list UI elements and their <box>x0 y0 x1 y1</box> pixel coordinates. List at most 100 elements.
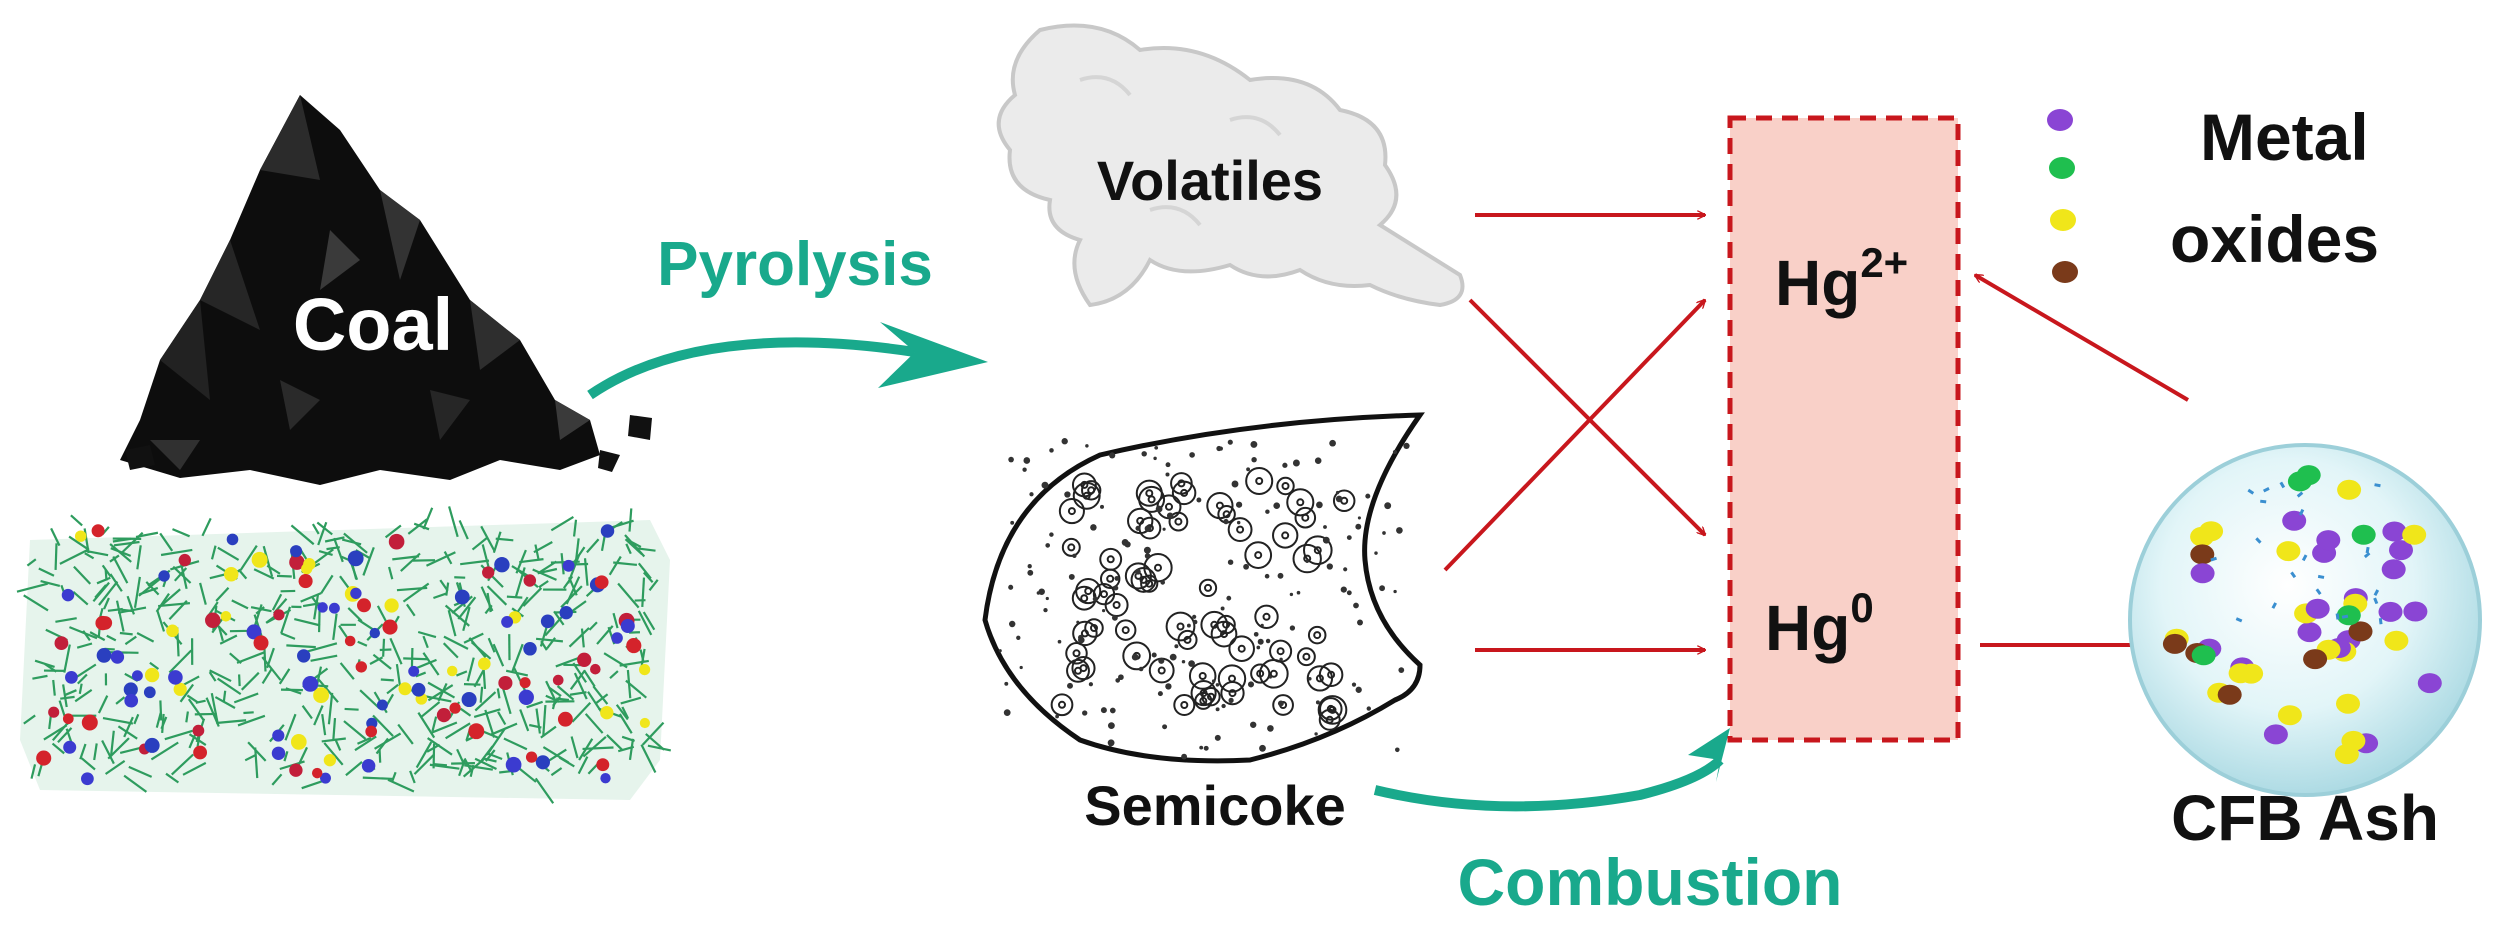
atom-dot <box>166 625 179 638</box>
oxide-particle <box>2218 685 2242 705</box>
atom-dot <box>63 741 76 754</box>
atom-dot <box>370 628 380 638</box>
atom-dot <box>82 715 98 731</box>
atom-dot <box>600 773 610 783</box>
semicoke-label: Semicoke <box>1084 774 1346 837</box>
atom-dot <box>36 751 51 766</box>
atom-dot <box>356 661 367 672</box>
atom-dot <box>329 603 340 614</box>
atom-dot <box>558 712 573 727</box>
atom-dot <box>290 545 302 557</box>
atom-dot <box>81 772 94 785</box>
atom-dot <box>273 609 284 620</box>
atom-dot <box>639 664 650 675</box>
oxide-particle <box>2402 525 2426 545</box>
pyrolysis-label: Pyrolysis <box>657 230 933 299</box>
oxide-particle <box>2316 530 2340 550</box>
atom-dot <box>348 550 364 566</box>
atom-dot <box>145 738 160 753</box>
atom-dot <box>626 638 641 653</box>
atom-dot <box>541 614 555 628</box>
atom-dot <box>124 694 138 708</box>
metal-oxides-legend: Metal oxides <box>2047 100 2379 283</box>
atom-dot <box>437 708 451 722</box>
atom-dot <box>384 598 398 612</box>
atom-dot <box>455 590 470 605</box>
oxide-particle <box>2282 511 2306 531</box>
combustion-label: Combustion <box>1458 845 1843 919</box>
atom-dot <box>577 653 591 667</box>
atom-dot <box>506 757 522 773</box>
oxide-particle <box>2192 645 2216 665</box>
atom-dot <box>303 558 315 570</box>
oxide-particle <box>2337 605 2361 625</box>
oxide-particle <box>2306 599 2330 619</box>
atom-dot <box>350 588 361 599</box>
legend-oxides-label: oxides <box>2170 202 2379 276</box>
atom-dot <box>63 713 74 724</box>
atom-dot <box>193 746 207 760</box>
atom-dot <box>345 636 356 647</box>
atom-dot <box>253 635 268 650</box>
atom-dot <box>468 723 484 739</box>
atom-dot <box>144 686 156 698</box>
atom-dot <box>324 754 336 766</box>
atom-dot <box>524 574 537 587</box>
oxide-particle <box>2303 649 2327 669</box>
purple-oxide-dot <box>2047 109 2073 131</box>
atom-dot <box>382 620 397 635</box>
combustion-arrow: Combustion <box>1375 728 1842 919</box>
atom-dot <box>168 670 183 685</box>
oxide-particle <box>2199 521 2223 541</box>
oxide-particle <box>2191 563 2215 583</box>
yellow-oxide-dot <box>2050 209 2076 231</box>
atom-dot <box>526 751 537 762</box>
atom-dot <box>520 677 531 688</box>
atom-dot <box>595 575 609 589</box>
volatiles-label: Volatiles <box>1097 149 1323 212</box>
atom-dot <box>621 619 635 633</box>
atom-dot <box>611 632 623 644</box>
atom-dot <box>302 676 318 692</box>
atom-dot <box>519 690 534 705</box>
atom-dot <box>221 611 232 622</box>
atom-dot <box>205 613 221 629</box>
atom-dot <box>494 557 509 572</box>
coal-pile-icon: Coal <box>120 95 652 485</box>
ash-label: CFB Ash <box>2171 782 2439 854</box>
atom-dot <box>398 682 411 695</box>
atom-dot <box>289 764 302 777</box>
atom-dot <box>478 657 491 670</box>
oxide-particle <box>2163 634 2187 654</box>
pyrolysis-arrow: Pyrolysis <box>590 230 988 395</box>
oxide-particle <box>2229 663 2253 683</box>
atom-dot <box>132 670 143 681</box>
atom-dot <box>224 567 238 581</box>
atom-dot <box>297 649 310 662</box>
oxide-particle <box>2264 724 2288 744</box>
atom-dot <box>449 702 460 713</box>
oxide-particle <box>2379 602 2403 622</box>
atom-dot <box>145 668 159 682</box>
atom-dot <box>357 598 371 612</box>
atom-dot <box>640 718 650 728</box>
oxide-particle <box>2337 480 2361 500</box>
atom-dot <box>98 616 112 630</box>
atom-dot <box>272 730 284 742</box>
cfb-ash-sphere-icon <box>2130 445 2480 795</box>
oxide-particle <box>2335 744 2359 764</box>
oxide-particle <box>2278 705 2302 725</box>
atom-dot <box>55 636 69 650</box>
oxide-particle <box>2418 673 2442 693</box>
atom-dot <box>299 574 313 588</box>
oxide-particle <box>2403 602 2427 622</box>
atom-dot <box>291 734 307 750</box>
atom-dot <box>498 676 512 690</box>
atom-dot <box>462 692 477 707</box>
atom-dot <box>227 534 239 546</box>
volatiles-cloud-icon: Volatiles <box>999 26 1463 306</box>
atom-dot <box>92 524 105 537</box>
atom-dot <box>553 675 564 686</box>
oxide-particle <box>2190 544 2214 564</box>
